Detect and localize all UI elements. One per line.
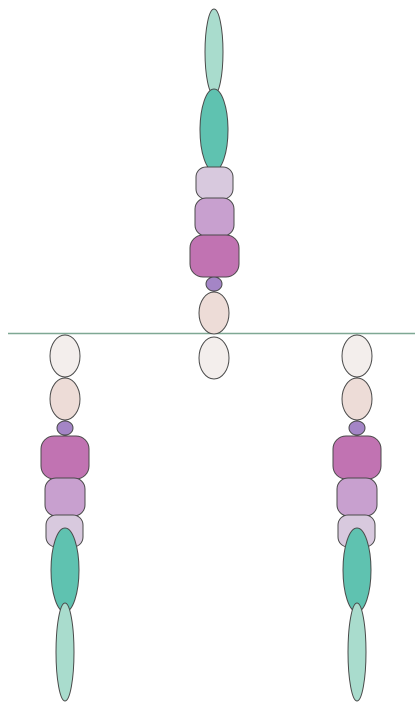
top-chain-magenta-domain	[189, 234, 240, 278]
right-chain-linker	[348, 420, 366, 436]
right-chain-lavender-domain	[336, 477, 378, 517]
top-chain-blush-domain	[198, 291, 230, 335]
top-chain-lavender-pale-domain	[195, 166, 234, 200]
top-chain-pale-domain	[198, 336, 230, 380]
top-chain-linker	[205, 276, 223, 292]
left-chain-magenta-domain	[40, 435, 90, 480]
left-chain	[40, 334, 90, 702]
left-chain-teal-light-domain	[55, 602, 75, 702]
left-chain-linker	[56, 420, 74, 436]
top-chain-teal-domain	[199, 88, 229, 172]
right-chain-pale-domain	[341, 334, 373, 378]
right-chain-teal-domain	[342, 527, 372, 613]
left-chain-blush-domain	[49, 377, 81, 421]
right-chain-magenta-domain	[332, 435, 382, 480]
left-chain-lavender-domain	[44, 477, 86, 517]
right-chain	[332, 334, 382, 702]
right-chain-blush-domain	[341, 377, 373, 421]
top-chain-lavender-domain	[194, 197, 235, 237]
left-chain-pale-domain	[49, 334, 81, 378]
left-chain-teal-domain	[50, 527, 80, 613]
top-chain-teal-light-domain	[204, 8, 224, 96]
top-chain	[189, 8, 240, 380]
right-chain-teal-light-domain	[347, 602, 367, 702]
